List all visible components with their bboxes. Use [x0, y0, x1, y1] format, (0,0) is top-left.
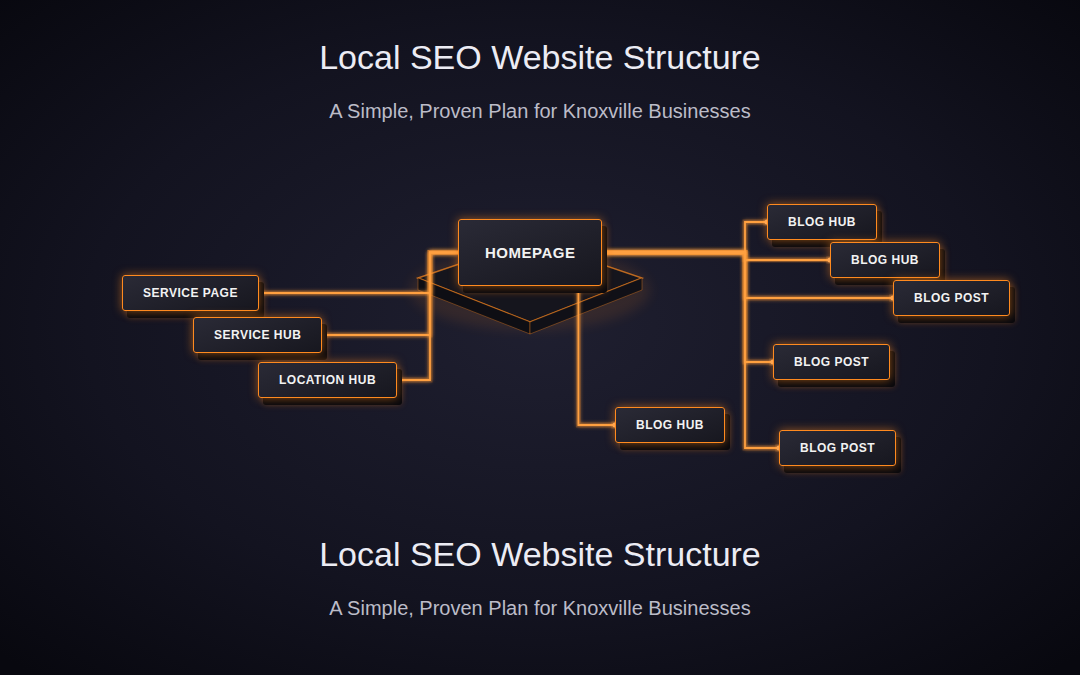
node-label: BLOG HUB	[636, 418, 704, 432]
node-label: SERVICE PAGE	[143, 286, 238, 300]
post-box: BLOG POST	[893, 280, 1010, 316]
connector-line	[322, 253, 458, 336]
title-repeat: Local SEO Website Structure	[0, 535, 1080, 574]
node-label: BLOG POST	[800, 441, 875, 455]
post-box: BLOG POST	[779, 430, 896, 466]
platform-side	[418, 278, 530, 334]
hub-box: BLOG HUB	[615, 407, 725, 443]
connector-glow	[602, 222, 767, 253]
connector-glow	[578, 286, 615, 425]
title: Local SEO Website Structure	[0, 38, 1080, 77]
connector-line	[602, 222, 767, 253]
connector-line	[259, 253, 458, 294]
node-label: BLOG POST	[794, 355, 869, 369]
connector-line	[602, 253, 830, 261]
connector-line	[397, 253, 458, 381]
node-label: BLOG HUB	[788, 215, 856, 229]
connector-line	[578, 286, 615, 425]
node-label: LOCATION HUB	[279, 373, 376, 387]
connector-glow	[602, 253, 779, 449]
homepage-box: HOMEPAGE	[458, 219, 602, 286]
hub-box: BLOG HUB	[767, 204, 877, 240]
connector-line	[602, 253, 779, 449]
connector-glow	[397, 253, 458, 381]
node-label: BLOG HUB	[851, 253, 919, 267]
node-label: SERVICE HUB	[214, 328, 301, 342]
subtitle: A Simple, Proven Plan for Knoxville Busi…	[0, 100, 1080, 123]
hub-box: LOCATION HUB	[258, 362, 397, 398]
platform-side	[530, 278, 642, 334]
subtitle-repeat: A Simple, Proven Plan for Knoxville Busi…	[0, 597, 1080, 620]
node-label: HOMEPAGE	[485, 244, 575, 261]
node-label: BLOG POST	[914, 291, 989, 305]
hub-box: SERVICE HUB	[193, 317, 322, 353]
page-box: SERVICE PAGE	[122, 275, 259, 311]
connector-line	[602, 253, 773, 363]
post-box: BLOG POST	[773, 344, 890, 380]
hub-box: BLOG HUB	[830, 242, 940, 278]
